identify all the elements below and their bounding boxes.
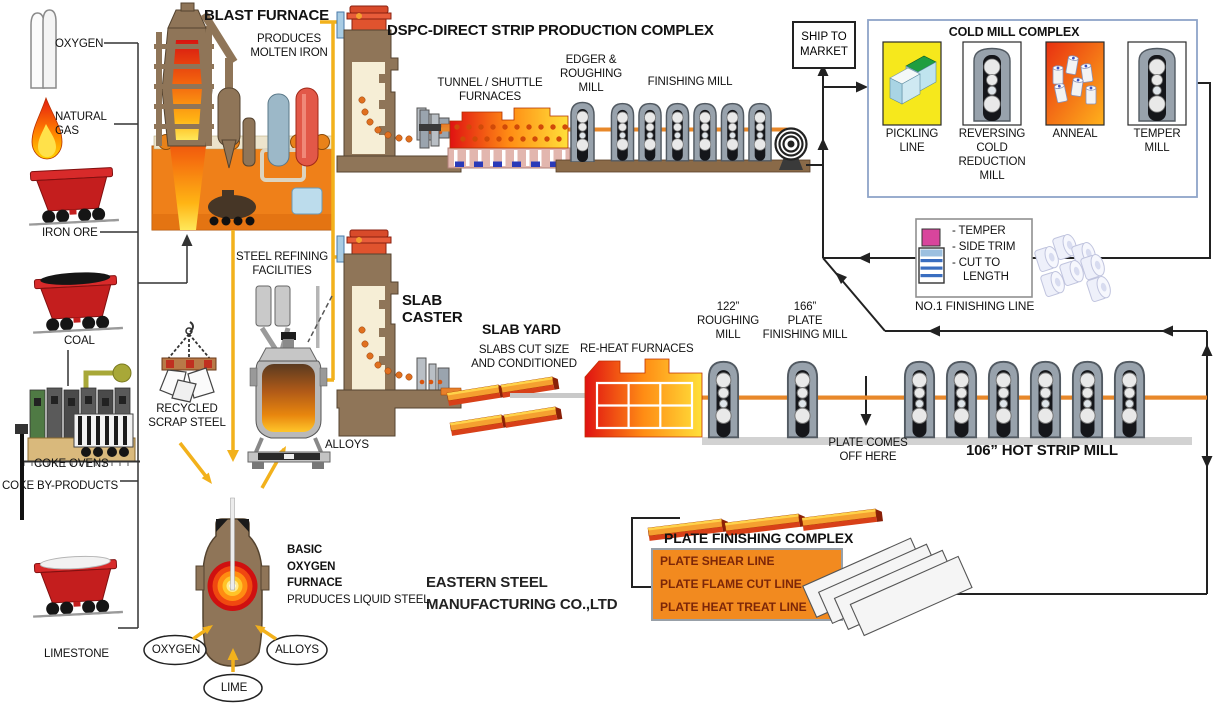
plate-stack-icon (802, 537, 973, 637)
hot-metal-lines (178, 20, 339, 489)
no1-finishing-line-label: NO.1 FINISHING LINE (915, 299, 1035, 313)
temper-mill-label: TEMPER MILL (1133, 128, 1181, 155)
slab-yard-title: SLAB YARD (482, 321, 561, 337)
roughing-mill-122-label: 122” ROUGHING MILL (696, 301, 760, 342)
bof-subtitle: PRUDUCES LIQUID STEEL (287, 594, 430, 606)
oxygen-label: OXYGEN (55, 38, 104, 50)
iron-ore-label: IRON ORE (42, 227, 98, 239)
bof-alloys-oval-label: ALLOYS (275, 644, 319, 656)
reversing-mill-label: REVERSING COLD REDUCTION MILL (958, 128, 1026, 183)
blast-furnace-title: BLAST FURNACE (204, 7, 329, 24)
hot-strip-line-graphic (510, 358, 1207, 445)
refining-ladle-icon (247, 285, 333, 469)
bof-title: BASIC OXYGEN FURNACE (287, 544, 343, 590)
bof-graphic (195, 497, 270, 667)
dspc-line-graphic (419, 101, 811, 173)
finishing-line-item-cut: - CUT TO LENGTH (952, 257, 1009, 284)
finishing-line-item-temper: - TEMPER (952, 225, 1006, 237)
reheat-furnace-graphic (584, 358, 703, 438)
plate-heat-treat-line-label: PLATE HEAT TREAT LINE (660, 600, 807, 614)
coke-byproducts-label: COKE BY-PRODUCTS (2, 480, 119, 492)
anneal-icon (1045, 41, 1105, 126)
ship-to-market-box: SHIP TO MARKET (792, 21, 856, 69)
cold-mill-complex-box (867, 19, 1198, 198)
plate-mill-166-label: 166” PLATE FINISHING MILL (762, 301, 848, 342)
coke-ovens-icon (15, 363, 140, 520)
finishing-mill-label: FINISHING MILL (647, 76, 733, 88)
slab-caster-label: SLAB CASTER (402, 292, 463, 326)
bof-lime-oval-label: LIME (220, 682, 248, 694)
anneal-label: ANNEAL (1052, 128, 1098, 140)
natural-gas-flame-icon (31, 96, 63, 160)
bof-input-ovals (143, 625, 328, 703)
plate-flame-cut-line-label: PLATE FLAME CUT LINE (660, 577, 802, 591)
finishing-line-item-side-trim: - SIDE TRIM (952, 241, 1016, 253)
pickling-line-label: PICKLING LINE (885, 128, 939, 155)
finishing-line-box (915, 218, 1033, 298)
reheat-furnaces-label: RE-HEAT FURNACES (580, 343, 694, 355)
alloys-label: ALLOYS (325, 439, 369, 451)
steel-refining-label: STEEL REFINING FACILITIES (235, 251, 329, 278)
pickling-line-icon (882, 41, 942, 126)
white-coils-icon (1034, 234, 1111, 302)
scrap-grapple-icon (159, 321, 217, 403)
temper-mill-icon (1127, 41, 1187, 126)
plate-complex-title: PLATE FINISHING COMPLEX (664, 530, 854, 546)
slab-caster-2-graphic (336, 229, 462, 437)
blast-furnace-subtitle: PRODUCES MOLTEN IRON (250, 33, 328, 60)
limestone-label: LIMESTONE (44, 648, 109, 660)
limestone-car-icon (30, 555, 124, 618)
edger-roughing-mill-label: EDGER & ROUGHING MILL (559, 54, 623, 95)
recycled-scrap-label: RECYCLED SCRAP STEEL (148, 403, 226, 430)
flow-arrowheads (817, 64, 1213, 468)
iron-ore-car-icon (26, 166, 120, 226)
plate-complex-graphic (631, 508, 973, 637)
bof-oxygen-oval-label: OXYGEN (151, 644, 201, 656)
coal-label: COAL (64, 335, 95, 347)
plate-shear-line-label: PLATE SHEAR LINE (660, 554, 775, 568)
materials-rail-lines (67, 42, 193, 629)
reversing-mill-icon (962, 41, 1022, 126)
hot-strip-mill-title: 106” HOT STRIP MILL (966, 442, 1118, 459)
slab-yard-slabs (446, 376, 563, 436)
oxygen-cylinders-icon (30, 9, 57, 89)
plate-comes-off-label: PLATE COMES OFF HERE (828, 437, 908, 464)
company-name-line2: MANUFACTURING CO.,LTD (426, 596, 618, 613)
coal-car-icon (30, 272, 124, 334)
natural-gas-label: NATURAL GAS (55, 111, 107, 138)
dspc-coil-icon (774, 127, 808, 170)
tunnel-furnaces-label: TUNNEL / SHUTTLE FURNACES (437, 77, 543, 104)
slab-yard-subtitle: SLABS CUT SIZE AND CONDITIONED (471, 344, 577, 371)
finishing-line-icon (918, 228, 945, 284)
blast-furnace-graphic (151, 2, 333, 231)
coke-ovens-label: COKE OVENS (34, 458, 109, 470)
cold-mill-title: COLD MILL COMPLEX (948, 25, 1080, 39)
company-name-line1: EASTERN STEEL (426, 574, 548, 591)
dspc-title: DSPC-DIRECT STRIP PRODUCTION COMPLEX (387, 22, 714, 39)
